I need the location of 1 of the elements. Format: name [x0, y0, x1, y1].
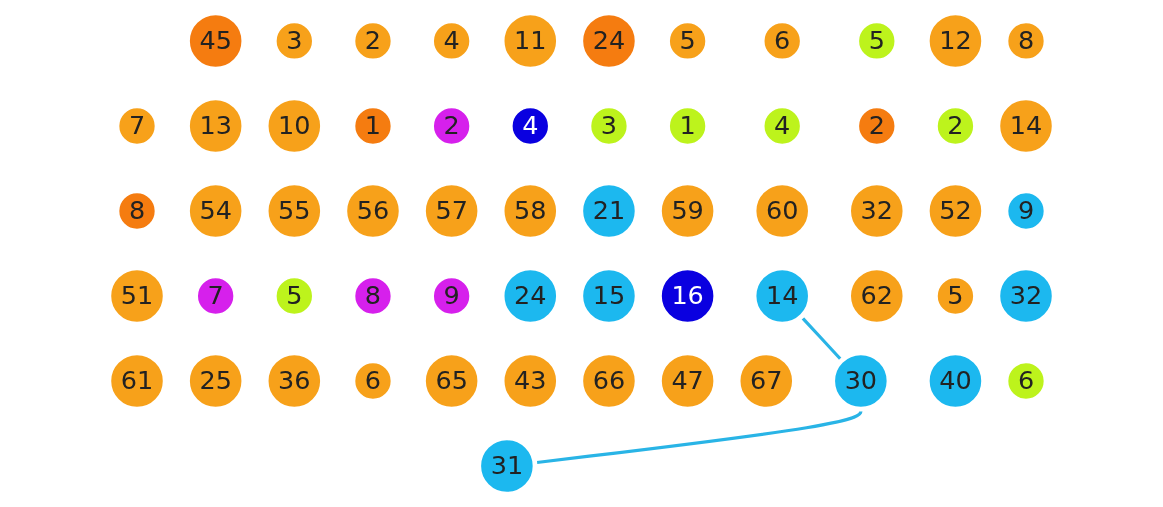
connector — [800, 315, 843, 362]
